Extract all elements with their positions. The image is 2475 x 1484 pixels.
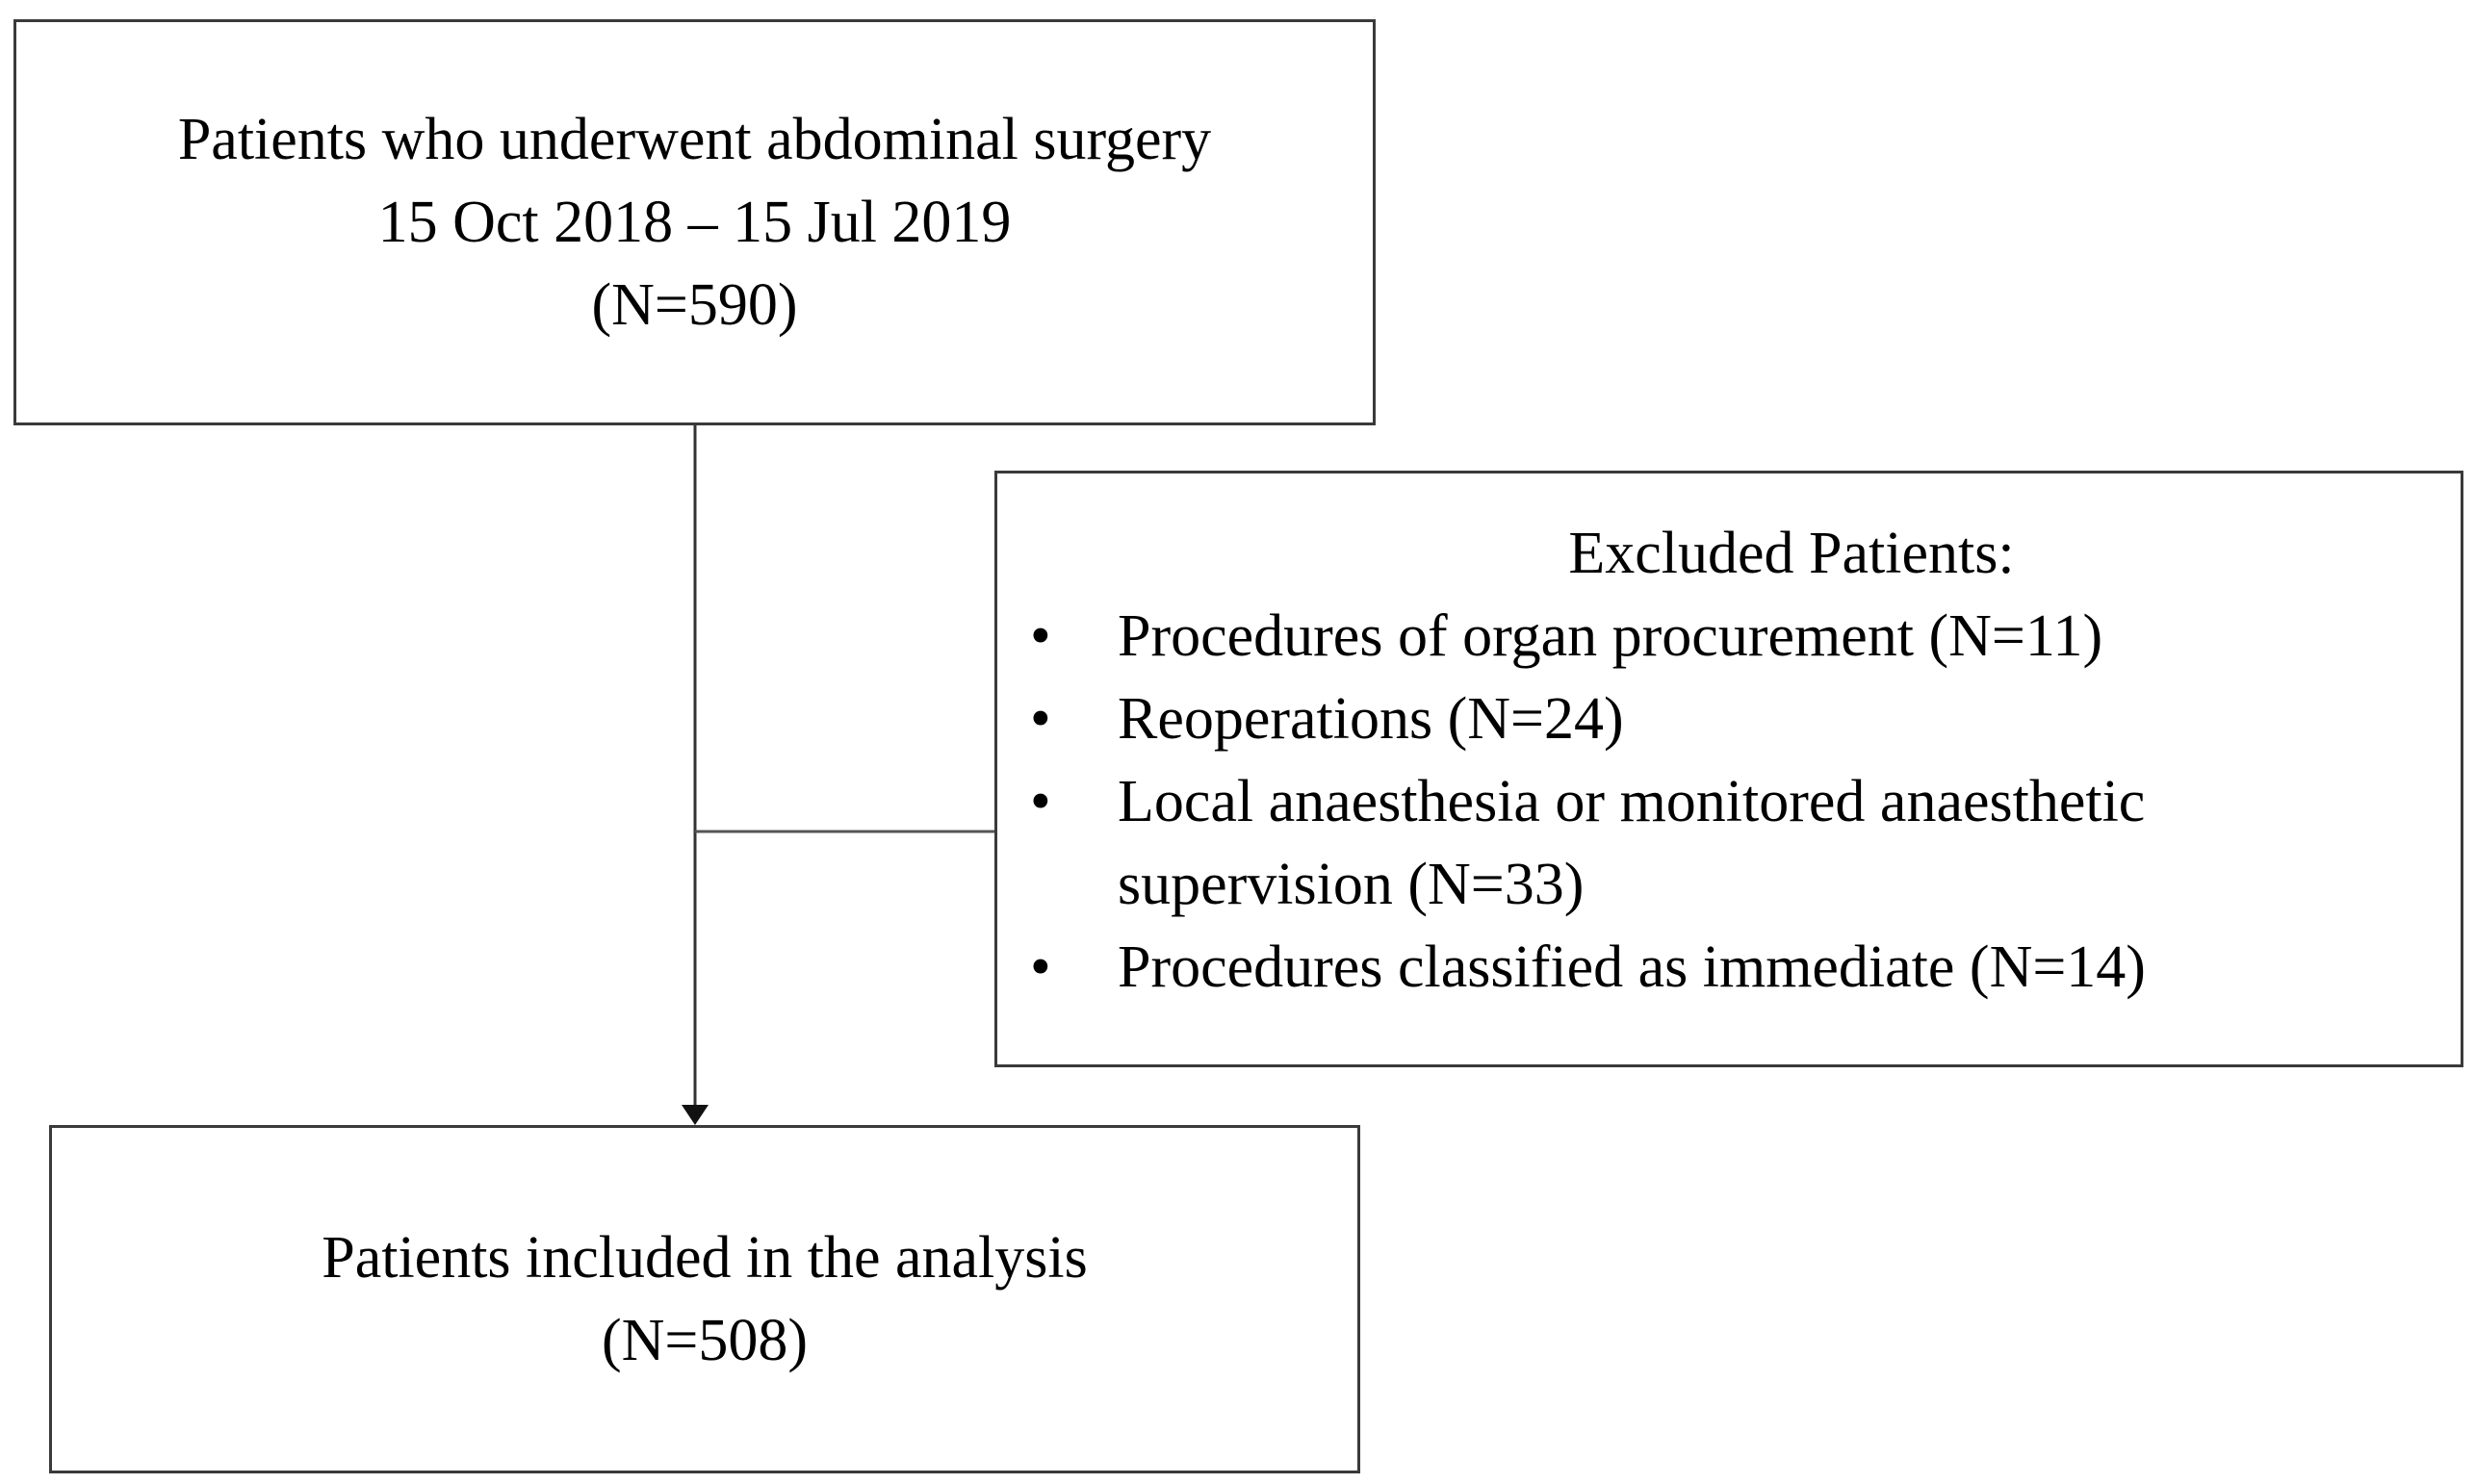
list-item: • Local anaesthesia or monitored anaesth… [997,760,2146,926]
included-title: Patients included in the analysis [322,1225,1088,1291]
enrolled-count: (N=590) [591,272,798,338]
excluded-patients-box: Excluded Patients: • Procedures of organ… [994,471,2463,1067]
bullet-icon: • [1030,686,1051,752]
list-item: • Reoperations (N=24) [997,678,2146,760]
included-count: (N=508) [601,1308,809,1373]
exclusion-local-anaesthesia-line-2: supervision (N=33) [1118,852,1585,917]
exclusion-organ-procurement: Procedures of organ procurement (N=11) [1118,603,2103,669]
enrolled-title: Patients who underwent abdominal surgery [177,107,1212,172]
exclusion-list: • Procedures of organ procurement (N=11)… [997,595,2146,1009]
included-patients-box: Patients included in the analysis (N=508… [49,1125,1360,1473]
list-item: • Procedures of organ procurement (N=11) [997,595,2146,678]
bullet-icon: • [1030,934,1051,1000]
exclusion-reoperations: Reoperations (N=24) [1118,686,1624,752]
list-item: • Procedures classified as immediate (N=… [997,926,2146,1009]
exclusion-local-anaesthesia-line-1: Local anaesthesia or monitored anaesthet… [1118,769,2146,834]
exclusion-immediate: Procedures classified as immediate (N=14… [1118,934,2146,1000]
arrowhead-icon [682,1105,709,1125]
bullet-icon: • [1030,769,1051,834]
enrolled-patients-box: Patients who underwent abdominal surgery… [13,19,1376,425]
excluded-title: Excluded Patients: [1568,521,2015,586]
enrolled-date-range: 15 Oct 2018 – 15 Jul 2019 [377,190,1012,255]
bullet-icon: • [1030,603,1051,669]
